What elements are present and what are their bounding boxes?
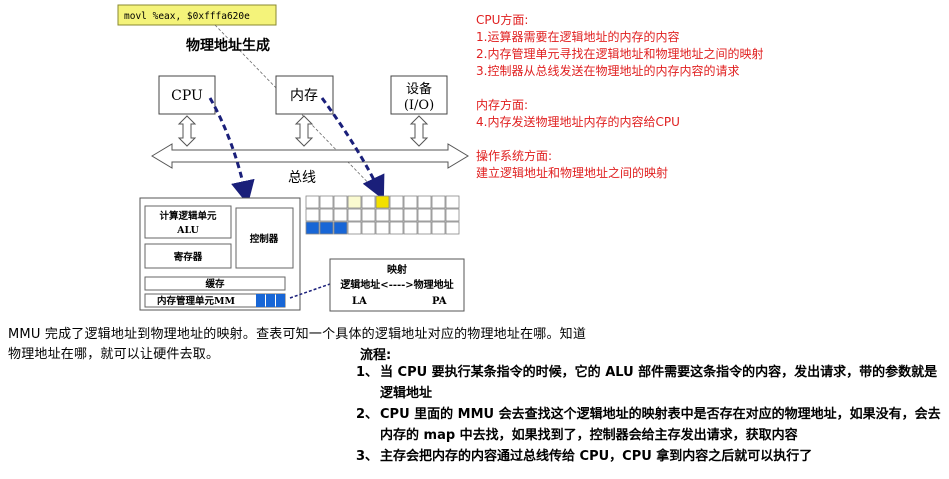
cache-label: 缓存 [205,278,225,290]
memory-to-cell-arrow [320,97,385,201]
notes-memory-item: 4.内存发送物理地址内存的内容给CPU [476,115,680,129]
map-pa: PA [432,296,447,307]
flow-title: 流程: [360,348,392,363]
registers-label: 寄存器 [174,251,203,263]
device-label-line2: (I/O) [404,98,434,113]
flow-list: 1、 当 CPU 要执行某条指令的时候，它的 ALU 部件需要这条指令的内容，发… [356,362,946,467]
notes-cpu-item: 1.运算器需要在逻辑地址的内存的内容 [476,30,680,44]
memory-bus-arrow [294,115,314,147]
bus-label: 总线 [288,170,316,186]
mmu-to-map-line [289,283,331,299]
code-to-memory-line [214,24,381,196]
memory-label: 内存 [290,88,318,104]
alu-label-line2: ALU [176,225,200,236]
cache-box [144,276,286,291]
code-label: movl %eax, $0xfffa620e [124,11,250,22]
cpu-bus-arrow [177,115,197,147]
physical-address-diagram: movl %eax, $0xfffa620e 物理地址生成 CPU 内存 设备 … [117,4,469,312]
cpu-label: CPU [171,88,203,104]
cpu-to-processor-arrow [208,97,255,205]
notes-cpu-heading: CPU方面: [476,13,529,27]
mmu-cell-1 [256,294,265,307]
flow-item-text: CPU 里面的 MMU 会去查找这个逻辑地址的映射表中是否存在对应的物理地址，如… [380,407,941,443]
memory-cell-grid [305,195,460,235]
diagram-title: 物理地址生成 [186,37,270,54]
controller-box [235,207,294,269]
notes-os-heading: 操作系统方面: [476,149,553,163]
alu-label-line1: 计算逻辑单元 [159,210,217,222]
map-title: 映射 [387,263,407,276]
flow-item-text: 当 CPU 要执行某条指令的时候，它的 ALU 部件需要这条指令的内容，发出请求… [380,365,938,401]
mmu-cell-3 [276,294,285,307]
device-bus-arrow [409,115,429,147]
alu-box [144,205,232,239]
mmu-label: 内存管理单元MM [157,295,236,307]
device-box [390,75,448,115]
cpu-box [158,75,216,115]
flow-item-number: 3、 [356,449,379,464]
map-relation: 逻辑地址<---->物理地址 [340,278,453,291]
notes-panel: CPU方面: 1.运算器需要在逻辑地址的内存的内容 2.内存管理单元寻找在逻辑地… [476,12,936,182]
registers-box [144,243,232,269]
flow-item-number: 1、 [356,365,379,380]
flow-item-text: 主存会把内存的内容通过总线传给 CPU，CPU 拿到内容之后就可以执行了 [380,449,813,464]
flow-item: 2、 CPU 里面的 MMU 会去查找这个逻辑地址的映射表中是否存在对应的物理地… [356,404,946,446]
mmu-description: MMU 完成了逻辑地址到物理地址的映射。查表可知一个具体的逻辑地址对应的物理地址… [8,327,587,362]
notes-os-item: 建立逻辑地址和物理地址之间的映射 [476,166,669,180]
notes-cpu-item: 2.内存管理单元寻找在逻辑地址和物理地址之间的映射 [476,47,764,61]
code-label-box [117,4,277,26]
flow-item: 3、 主存会把内存的内容通过总线传给 CPU，CPU 拿到内容之后就可以执行了 [356,446,946,467]
device-label-line1: 设备 [406,81,432,97]
bus-arrow [151,143,469,169]
notes-cpu-item: 3.控制器从总线发送在物理地址的内存内容的请求 [476,64,740,78]
mmu-cell-2 [266,294,275,307]
memory-box [275,75,334,115]
notes-memory-heading: 内存方面: [476,98,529,112]
controller-label: 控制器 [250,233,279,245]
flow-item: 1、 当 CPU 要执行某条指令的时候，它的 ALU 部件需要这条指令的内容，发… [356,362,946,404]
map-box [329,258,465,312]
map-la: LA [352,296,367,307]
flow-item-number: 2、 [356,407,379,422]
